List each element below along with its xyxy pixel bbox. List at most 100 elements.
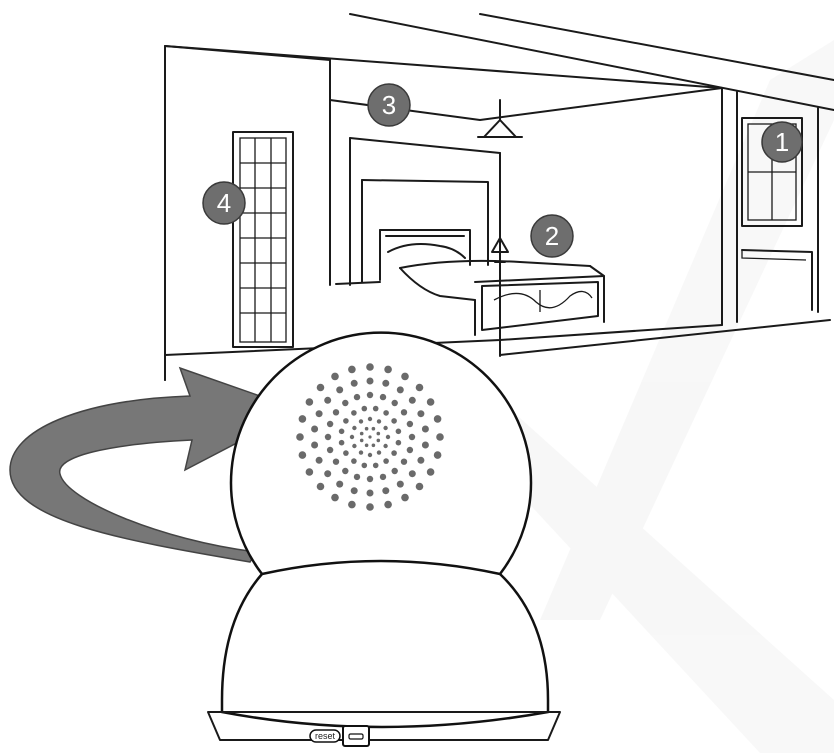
- speaker-dot: [401, 373, 409, 381]
- marker-4-label: 4: [217, 188, 231, 218]
- speaker-dot: [366, 503, 374, 511]
- speaker-dot: [367, 476, 373, 482]
- speaker-dot: [333, 459, 339, 465]
- speaker-dot: [348, 501, 356, 509]
- speaker-dot: [365, 427, 369, 431]
- speaker-dot: [367, 378, 374, 385]
- speaker-dot: [316, 457, 323, 464]
- speaker-dot: [352, 444, 356, 448]
- speaker-dot: [422, 442, 429, 449]
- speaker-dot: [383, 458, 389, 464]
- speaker-dot: [351, 487, 358, 494]
- speaker-dot: [409, 434, 415, 440]
- speaker-dot: [396, 429, 402, 435]
- speaker-dot: [350, 435, 354, 439]
- speaker-dot: [336, 481, 343, 488]
- reset-label: reset: [315, 731, 336, 741]
- speaker-dot: [383, 410, 389, 416]
- speaker-dot: [384, 366, 392, 374]
- speaker-dot: [339, 429, 345, 435]
- speaker-dot: [348, 366, 356, 374]
- speaker-dot: [367, 392, 373, 398]
- speaker-dot: [333, 409, 339, 415]
- speaker-dot: [397, 386, 404, 393]
- speaker-dot: [377, 439, 381, 443]
- speaker-dot: [362, 406, 368, 412]
- speaker-dot: [409, 470, 416, 477]
- speaker-dot: [377, 450, 381, 454]
- speaker-dot: [352, 426, 356, 430]
- speaker-dot: [392, 468, 398, 474]
- speaker-dot: [383, 426, 387, 430]
- speaker-dot: [383, 444, 387, 448]
- speaker-dot: [299, 451, 307, 459]
- speaker-dot: [366, 363, 374, 371]
- speaker-dot: [392, 400, 398, 406]
- speaker-dot: [434, 415, 442, 423]
- door: [233, 132, 293, 347]
- speaker-dot: [359, 419, 363, 423]
- speaker-dot: [311, 442, 318, 449]
- speaker-dot: [416, 483, 424, 491]
- speaker-dot: [396, 440, 402, 446]
- speaker-dot: [354, 474, 360, 480]
- speaker-dot: [354, 394, 360, 400]
- speaker-dot: [360, 439, 364, 443]
- speaker-dot: [372, 427, 376, 431]
- marker-4-badge: 4: [203, 182, 245, 224]
- speaker-dot: [380, 394, 386, 400]
- speaker-dot: [306, 398, 314, 406]
- marker-1-label: 1: [775, 127, 789, 157]
- speaker-dot: [351, 458, 357, 464]
- speaker-dot: [373, 406, 379, 412]
- marker-3-badge: 3: [368, 84, 410, 126]
- speaker-dot: [427, 398, 435, 406]
- speaker-dot: [311, 426, 318, 433]
- speaker-dot: [339, 440, 345, 446]
- speaker-dot: [401, 409, 407, 415]
- speaker-dot: [327, 421, 333, 427]
- speaker-dot: [362, 463, 368, 469]
- speaker-dot: [367, 490, 374, 497]
- speaker-dot: [331, 373, 339, 381]
- speaker-dot: [391, 450, 397, 456]
- speaker-dot: [382, 487, 389, 494]
- speaker-dot: [296, 433, 304, 441]
- speaker-dot: [417, 457, 424, 464]
- speaker-dot: [382, 380, 389, 387]
- speaker-dot: [342, 468, 348, 474]
- speaker-dot: [427, 468, 435, 476]
- camera-base: [222, 551, 548, 727]
- speaker-dot: [380, 474, 386, 480]
- speaker-dot: [386, 435, 390, 439]
- speaker-dot: [434, 451, 442, 459]
- speaker-dot: [324, 470, 331, 477]
- marker-1-badge: 1: [762, 122, 802, 162]
- speaker-dot: [343, 450, 349, 456]
- speaker-dot: [373, 463, 379, 469]
- speaker-dot: [317, 384, 325, 392]
- speaker-dot: [422, 426, 429, 433]
- speaker-dot: [306, 468, 314, 476]
- speaker-dot: [342, 400, 348, 406]
- speaker-dot: [407, 447, 413, 453]
- speaker-dot: [401, 494, 409, 502]
- speaker-dot: [409, 397, 416, 404]
- speaker-dot: [417, 410, 424, 417]
- speaker-dot: [316, 410, 323, 417]
- speaker-dot: [368, 435, 371, 438]
- reset-button[interactable]: reset: [310, 730, 340, 742]
- speaker-dot: [317, 483, 325, 491]
- speaker-dot: [391, 418, 397, 424]
- speaker-dot: [351, 380, 358, 387]
- speaker-dot: [377, 432, 381, 436]
- speaker-dot: [401, 459, 407, 465]
- speaker-dot: [327, 447, 333, 453]
- camera: reset: [208, 333, 560, 746]
- speaker-dot: [360, 432, 364, 436]
- speaker-dot: [397, 481, 404, 488]
- micro-usb-port-icon[interactable]: [343, 726, 369, 746]
- speaker-dot: [325, 434, 331, 440]
- speaker-dot: [407, 421, 413, 427]
- speaker-dot: [368, 417, 372, 421]
